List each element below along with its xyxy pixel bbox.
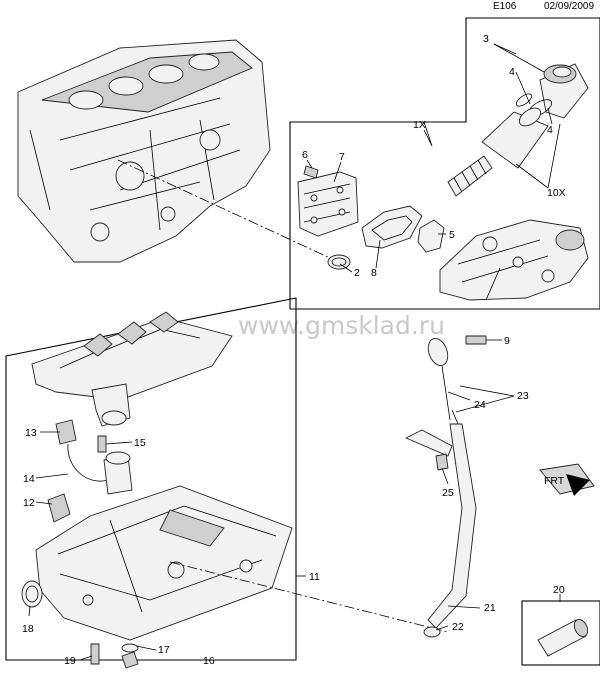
drain-plug-washer xyxy=(121,643,139,653)
callout-20: 20 xyxy=(553,584,565,596)
oil-level-sensor xyxy=(55,419,77,445)
watermark: www.gmsklad.ru xyxy=(238,311,445,340)
engine-block-illustration xyxy=(17,39,271,263)
front-marker-label: FRT xyxy=(544,475,565,487)
callout-4-lower: 4 xyxy=(547,124,553,136)
callout-14: 14 xyxy=(23,473,35,485)
front-direction-indicator: FRT xyxy=(539,463,595,496)
alignment-line-block-to-cooler xyxy=(117,159,331,259)
diagram-date: 02/09/2009 xyxy=(544,1,595,12)
filter-housing-gasket xyxy=(417,219,445,253)
loose-part-box xyxy=(521,600,600,666)
callout-18: 18 xyxy=(22,623,34,635)
sensor-bracket xyxy=(47,493,71,523)
callout-1x: 1X xyxy=(413,119,426,131)
dipstick-tube-bolt xyxy=(465,335,487,345)
callout-11: 11 xyxy=(309,571,320,583)
callout-7: 7 xyxy=(339,151,345,163)
alignment-line-pan-to-tube xyxy=(169,561,449,633)
oil-pan xyxy=(35,485,293,641)
assembly-frame-1x xyxy=(289,17,600,310)
callout-12: 12 xyxy=(23,497,35,509)
callout-9: 9 xyxy=(504,335,510,347)
oil-filter-cap xyxy=(527,63,589,119)
oil-pan-baffle xyxy=(31,311,233,401)
callout-17: 17 xyxy=(158,644,170,656)
dipstick-tube xyxy=(404,423,477,638)
dipstick xyxy=(427,338,451,421)
callout-25: 25 xyxy=(442,487,454,499)
callout-21: 21 xyxy=(484,602,496,614)
dipstick-bracket-bolt xyxy=(435,453,449,471)
sensor-harness xyxy=(67,443,109,482)
dipstick-seal xyxy=(451,409,459,425)
callout-4-upper: 4 xyxy=(509,66,515,78)
leader-lines xyxy=(28,43,561,661)
assembly-frame-oil-pan xyxy=(5,297,297,661)
callout-23: 23 xyxy=(517,390,529,402)
drain-plug-seal xyxy=(21,580,43,608)
callout-19: 19 xyxy=(64,655,76,667)
oil-filter-spring xyxy=(447,155,493,197)
callout-13: 13 xyxy=(25,427,37,439)
oil-cooler-gasket xyxy=(361,205,423,249)
callout-10x: 10X xyxy=(547,187,566,199)
pickup-bolt xyxy=(97,435,107,453)
pickup-tube-end xyxy=(101,410,127,426)
callout-15: 15 xyxy=(134,437,146,449)
oil-pan-bolt xyxy=(90,643,100,665)
callout-5: 5 xyxy=(449,229,455,241)
callout-2: 2 xyxy=(354,267,360,279)
oil-filter-housing xyxy=(439,219,589,301)
oil-filter-element xyxy=(481,93,549,169)
callout-24: 24 xyxy=(474,399,486,411)
drain-plug xyxy=(121,651,139,669)
callout-3: 3 xyxy=(483,33,489,45)
diagram-code: E106 xyxy=(493,1,517,12)
callout-6: 6 xyxy=(302,149,308,161)
oil-cooler xyxy=(297,171,359,237)
cooler-seal-ring xyxy=(327,254,351,270)
callout-16: 16 xyxy=(203,655,215,667)
callout-labels: 1X 2 3 4 4 5 6 7 8 9 10X 11 12 13 14 15 … xyxy=(22,33,566,667)
oil-cooler-bolt xyxy=(303,165,319,179)
sealing-sleeve xyxy=(537,619,589,657)
callout-22: 22 xyxy=(452,621,464,633)
callout-8: 8 xyxy=(371,267,377,279)
